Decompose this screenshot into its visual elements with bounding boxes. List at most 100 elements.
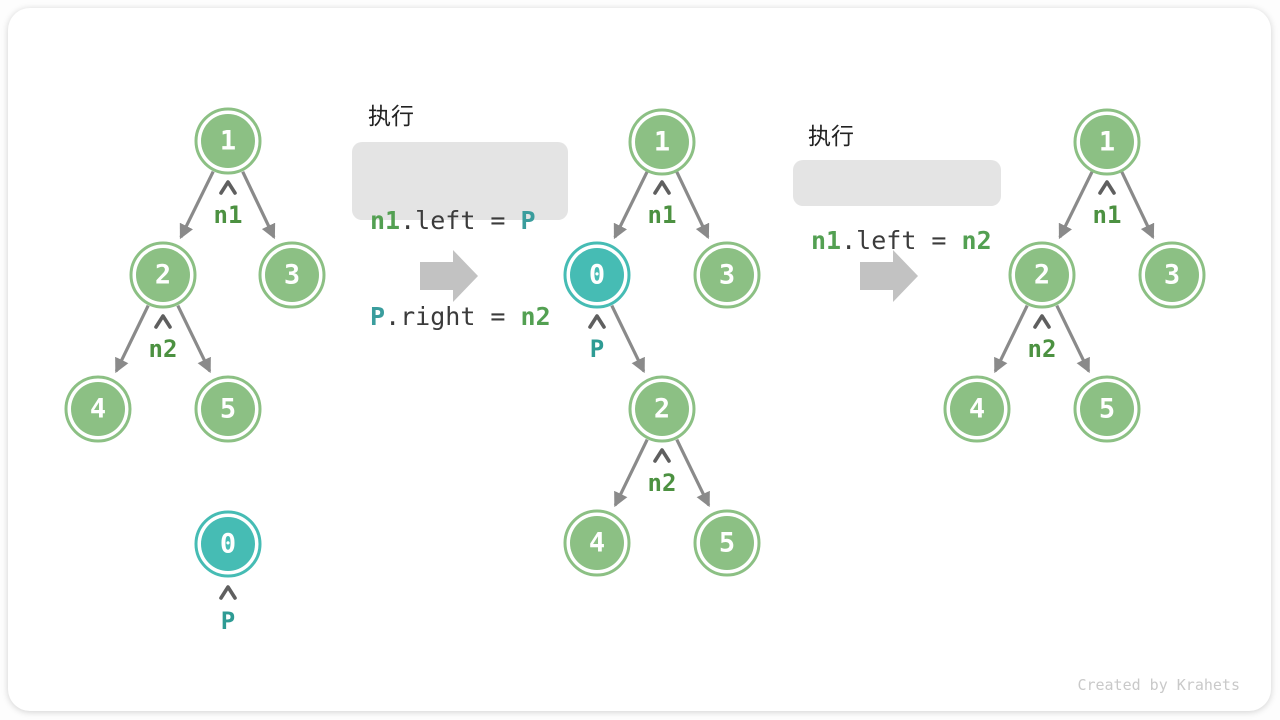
node-circle [201, 382, 255, 436]
node-value: 1 [1099, 127, 1115, 158]
node-circle [1080, 382, 1134, 436]
edge-arrow [613, 170, 649, 240]
node-value: 2 [654, 394, 670, 425]
tree-node: 5 [1073, 375, 1141, 443]
tree-node: 5 [693, 509, 761, 577]
pointer-caret-icon [154, 314, 172, 329]
node-outer-ring [1073, 375, 1141, 443]
pointer-caret-icon [653, 448, 671, 463]
node-circle [950, 382, 1004, 436]
code-line: n1.left = P [370, 202, 568, 240]
node-circle [1015, 248, 1069, 302]
node-circle [71, 382, 125, 436]
node-outer-ring [258, 241, 326, 309]
node-value: 5 [719, 528, 735, 559]
tree-node: 2 [628, 375, 696, 443]
node-value: 0 [220, 529, 236, 560]
tree-node: 2 [1008, 241, 1076, 309]
exec-label-2: 执行 [808, 124, 854, 150]
edge-arrow [613, 438, 649, 508]
pointer-caret-icon [1098, 180, 1116, 195]
node-value: 4 [969, 394, 985, 425]
tree-node: 3 [1138, 241, 1206, 309]
node-circle [635, 115, 689, 169]
node-value: 5 [1099, 394, 1115, 425]
pointer-caret-icon [219, 585, 237, 600]
node-circle [201, 517, 255, 571]
code-token: .right = [385, 302, 521, 331]
node-circle [1145, 248, 1199, 302]
code-token: n1 [370, 206, 401, 235]
tree-node: 5 [194, 375, 262, 443]
edge-arrow [675, 438, 711, 508]
node-outer-ring [194, 510, 262, 578]
node-value: 2 [1034, 260, 1050, 291]
node-outer-ring [194, 107, 262, 175]
watermark-text: Created by Krahets [1077, 676, 1240, 694]
pointer-label-n1: n1 [648, 201, 677, 229]
code-token: .left = [400, 206, 521, 235]
node-value: 3 [719, 260, 735, 291]
pointer-caret-icon [1033, 314, 1051, 329]
pointer-caret-icon [653, 180, 671, 195]
node-outer-ring [628, 108, 696, 176]
pointer-caret-icon [219, 180, 237, 195]
node-circle [265, 248, 319, 302]
node-value: 1 [654, 127, 670, 158]
edge-arrow [993, 304, 1029, 374]
node-outer-ring [563, 509, 631, 577]
node-circle [700, 516, 754, 570]
pointer-label-p: P [590, 335, 604, 363]
node-outer-ring [563, 241, 631, 309]
exec-label-1: 执行 [368, 104, 414, 130]
node-circle [635, 382, 689, 436]
detached-node-p: 0 P [194, 510, 262, 635]
tree-node: 4 [64, 375, 132, 443]
tree-node: 1 [1073, 108, 1141, 176]
code-block-2: n1.left = n2 [793, 160, 1001, 255]
node-outer-ring [943, 375, 1011, 443]
tree-node: 3 [258, 241, 326, 309]
edge-arrow [1120, 171, 1155, 240]
tree-after: n1 n2 1 2 3 [943, 108, 1206, 443]
pointer-label-p: P [221, 607, 235, 635]
code-token: P [520, 206, 536, 235]
tree-middle: n1 P n2 1 0 3 [563, 108, 761, 577]
node-circle [700, 248, 754, 302]
edge-arrow [176, 304, 212, 374]
code-token: .left = [841, 226, 962, 255]
pointer-label-n2: n2 [648, 469, 677, 497]
step-arrow-icon [860, 250, 918, 302]
code-token: P [370, 302, 386, 331]
tree-node: 0 [563, 241, 631, 309]
code-token: n1 [811, 226, 842, 255]
edge-arrow [241, 171, 276, 240]
node-outer-ring [1073, 108, 1141, 176]
node-circle [570, 248, 624, 302]
step-arrow-icon [420, 250, 478, 302]
node-value: 1 [220, 126, 236, 157]
node-value: 3 [284, 260, 300, 291]
node-value: 5 [220, 394, 236, 425]
node-value: 4 [589, 528, 605, 559]
edge-arrow [610, 304, 646, 374]
node-value: 2 [155, 260, 171, 291]
node-value: 3 [1164, 260, 1180, 291]
code-block-1: n1.left = P P.right = n2 [352, 142, 568, 331]
pointer-label-n1: n1 [214, 201, 243, 229]
node-value: 4 [90, 394, 106, 425]
code-line: n1.left = n2 [811, 218, 1001, 263]
pointer-caret-icon [588, 314, 606, 329]
node-outer-ring [693, 241, 761, 309]
edge-arrow [1058, 170, 1094, 240]
edge-arrow [1055, 304, 1091, 374]
node-outer-ring [628, 375, 696, 443]
tree-node: 1 [194, 107, 262, 175]
node-outer-ring [693, 509, 761, 577]
node-circle [570, 516, 624, 570]
node-circle [1080, 115, 1134, 169]
node-outer-ring [64, 375, 132, 443]
